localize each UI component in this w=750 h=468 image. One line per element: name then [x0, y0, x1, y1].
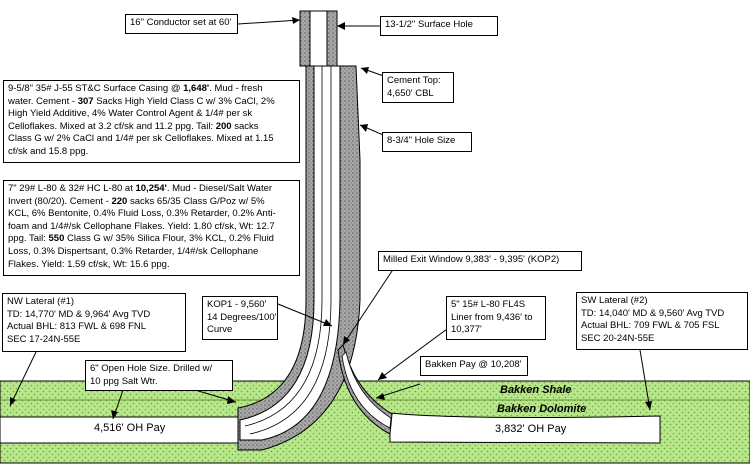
sw-lateral-callout: SW Lateral (#2) TD: 14,040' MD & 9,560' …	[576, 292, 748, 350]
sw-lateral-sec: SEC 20-24N-55E	[581, 332, 655, 344]
surface-hole-text: 13-1/2" Surface Hole	[385, 19, 473, 30]
surface-casing-mud: . Mud - fresh	[209, 83, 263, 94]
intermediate-casing-callout: 7" 29# L-80 & 32# HC L-80 at 10,254'. Mu…	[3, 180, 300, 276]
sw-lateral-bhl: Actual BHL: 709 FWL & 705 FSL	[581, 320, 720, 332]
surface-casing-line-4: Celloflakes. Mixed at 3.2 cf/sk and 11.2…	[8, 121, 295, 134]
surface-casing-tail-sacks: 200	[215, 120, 232, 132]
open-hole-callout: 6" Open Hole Size. Drilled w/ 10 ppg Sal…	[85, 360, 233, 391]
intermediate-casing-line-1: 7" 29# L-80 & 32# HC L-80 at 10,254'. Mu…	[8, 183, 295, 196]
liner-line-1: 5" 15# L-80 FL4S	[451, 299, 526, 310]
nw-lateral-td: TD: 14,770' MD & 9,964' Avg TVD	[7, 308, 151, 320]
surface-casing-mix: Celloflakes. Mixed at 3.2 cf/sk and 11.2…	[8, 120, 216, 132]
pointer-arrowheads	[10, 17, 652, 419]
liner-callout: 5" 15# L-80 FL4S Liner from 9,436' to 10…	[446, 296, 546, 340]
sw-lateral-open-hole	[389, 412, 661, 444]
nw-lateral-callout: NW Lateral (#1) TD: 14,770' MD & 9,964' …	[2, 293, 186, 352]
casing-curve-inner	[244, 299, 323, 427]
intermediate-casing-depth: 10,254'	[135, 183, 167, 194]
intermediate-casing-line-5: ppg. Tail: 550 Class G w/ 35% Silica Flo…	[8, 233, 295, 246]
open-hole-line-1: 6" Open Hole Size. Drilled w/	[90, 363, 213, 374]
intermediate-casing-line-7: Flakes. Yield: 1.59 cf/sk, Wt: 15.6 ppg.	[8, 258, 170, 270]
cement-top-line-2: 4,650' CBL	[387, 87, 434, 99]
surface-casing-cement-desc: Sacks High Yield Class C w/ 3% CaCl, 2%	[93, 95, 275, 107]
intermediate-casing-line-2: Invert (80/20). Cement - 220 sacks 65/35…	[8, 196, 295, 209]
right-pay-label: 3,832' OH Pay	[495, 423, 567, 435]
kop1-callout: KOP1 - 9,560' 14 Degrees/100' Curve	[202, 296, 278, 340]
sw-lateral-title: SW Lateral (#2)	[581, 295, 648, 306]
left-pay-label: 4,516' OH Pay	[94, 422, 166, 434]
intermediate-casing-desc: 7" 29# L-80 & 32# HC L-80 at	[8, 183, 136, 194]
intermediate-casing-mud: . Mud - Diesel/Salt Water	[166, 183, 273, 194]
conductor-bore	[309, 10, 328, 67]
bakken-dolomite-label: Bakken Dolomite	[497, 403, 587, 415]
surface-hole-callout: 13-1/2" Surface Hole	[380, 16, 498, 36]
surface-casing-line-5: Class G w/ 2% CaCl and 1/4# per sk Cello…	[8, 133, 274, 145]
surface-casing-line-1: 9-5/8" 35# J-55 ST&C Surface Casing @ 1,…	[8, 83, 295, 96]
surface-casing-cement-label: water. Cement -	[8, 95, 78, 107]
bakken-shale-label: Bakken Shale	[500, 384, 572, 396]
hole-size-text: 8-3/4" Hole Size	[387, 135, 456, 146]
open-hole-line-2: 10 ppg Salt Wtr.	[90, 375, 158, 387]
casing-bore	[239, 65, 341, 441]
intermediate-casing-line-4: foam and 1/4#/sk Cellophane Flakes. Yiel…	[8, 220, 275, 232]
surface-casing-callout: 9-5/8" 35# J-55 ST&C Surface Casing @ 1,…	[3, 80, 300, 163]
nw-lateral-title: NW Lateral (#1)	[7, 296, 75, 307]
liner-line-2: Liner from 9,436' to	[451, 311, 533, 323]
bakken-pay-callout: Bakken Pay @ 10,208'	[420, 356, 528, 376]
intermediate-casing-line-3: KCL, 6% Bentonite, 0.4% Fluid Loss, 0.3%…	[8, 208, 276, 220]
cement-top-callout: Cement Top: 4,650' CBL	[382, 72, 454, 103]
kop1-build-rate: 14 Degrees/100'	[207, 311, 277, 323]
intermediate-casing-cement-label: Invert (80/20). Cement -	[8, 195, 112, 207]
conductor-text: 16" Conductor set at 60'	[130, 17, 232, 28]
sw-lateral-td: TD: 14,040' MD & 9,560' Avg TVD	[581, 307, 725, 319]
liner-line-3: 10,377'	[451, 324, 482, 336]
intermediate-casing-sacks: 220	[111, 195, 128, 207]
hole-size-callout: 8-3/4" Hole Size	[382, 132, 472, 152]
intermediate-casing-line-6: Loss, 0.3% Dispertsant, 0.3% Retarder, 1…	[8, 245, 259, 257]
nw-lateral-sec: SEC 17-24N-55E	[7, 333, 81, 345]
casing-curve-inner-right	[249, 299, 332, 435]
surface-casing-line-6: cf/sk and 15.8 ppg.	[8, 145, 89, 157]
surface-casing-desc: 9-5/8" 35# J-55 ST&C Surface Casing @	[8, 83, 184, 94]
intermediate-casing-tail-desc: Class G w/ 35% Silica Flour, 3% KCL, 0.2…	[64, 233, 274, 245]
surface-casing-line-3: High Yield Additive, 4% Water Control Ag…	[8, 108, 253, 120]
milled-window-callout: Milled Exit Window 9,383' - 9,395' (KOP2…	[378, 251, 582, 271]
bakken-pay-text: Bakken Pay @ 10,208'	[425, 359, 522, 370]
intermediate-casing-tail-label: ppg. Tail:	[8, 233, 49, 245]
kop1-depth: KOP1 - 9,560'	[207, 299, 267, 310]
nw-lateral-bhl: Actual BHL: 813 FWL & 698 FNL	[7, 321, 147, 333]
surface-casing-depth: 1,648'	[183, 83, 210, 94]
intermediate-casing-tail-sacks: 550	[48, 233, 65, 245]
surface-casing-sacks-word: sacks	[231, 120, 259, 132]
surface-casing-line-2: water. Cement - 307 Sacks High Yield Cla…	[8, 96, 295, 109]
liner-branch-bore	[341, 351, 392, 429]
conductor-callout: 16" Conductor set at 60'	[125, 14, 238, 34]
kop1-curve: Curve	[207, 324, 233, 336]
cement-top-line-1: Cement Top:	[387, 75, 441, 86]
intermediate-casing-cement-desc: sacks 65/35 Class G/Poz w/ 5%	[127, 195, 265, 207]
surface-casing-sacks: 307	[77, 95, 94, 107]
milled-window-text: Milled Exit Window 9,383' - 9,395' (KOP2…	[383, 254, 560, 265]
